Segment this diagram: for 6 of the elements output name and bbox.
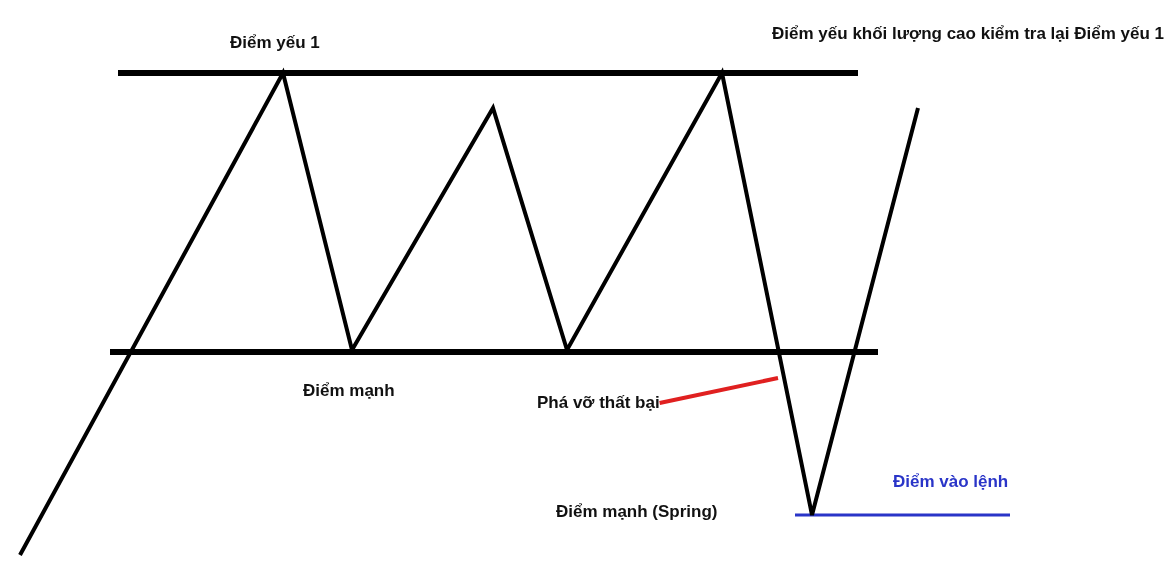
annotation-text: Điểm mạnh bbox=[303, 381, 395, 401]
annotation-text: Điểm yếu khối lượng cao kiểm tra lại Điểm yếu 1 bbox=[772, 24, 1164, 44]
annotation-text: Điểm mạnh (Spring) bbox=[556, 502, 718, 522]
leader-line bbox=[659, 376, 779, 405]
annotation-text: Điểm yếu 1 bbox=[230, 33, 320, 53]
annotation-text: Điểm vào lệnh bbox=[893, 472, 1009, 492]
